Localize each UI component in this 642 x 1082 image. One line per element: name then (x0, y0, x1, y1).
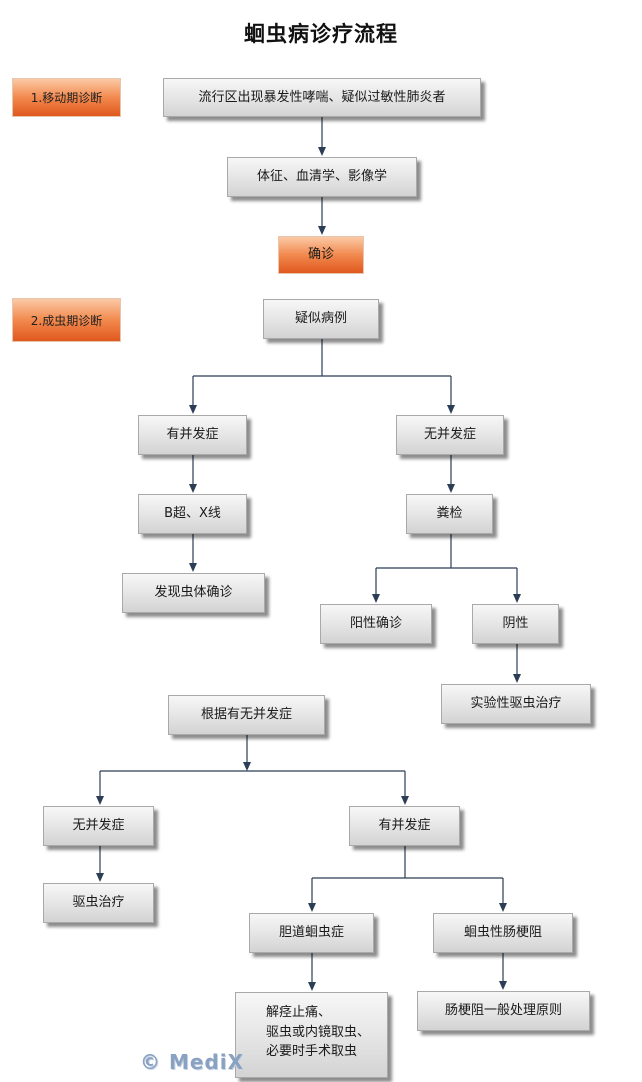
node-deworming-treatment: 驱虫治疗 (43, 883, 154, 923)
node-by-complication: 根据有无并发症 (168, 695, 325, 735)
node-obstruction-principles: 肠梗阻一般处理原则 (417, 991, 590, 1031)
node-without-complication-a: 无并发症 (396, 415, 504, 455)
node-signs-serology-imaging: 体征、血清学、影像学 (227, 157, 417, 197)
arrowhead (513, 674, 521, 683)
node-ascaris-obstruction: 蛔虫性肠梗阻 (433, 913, 573, 953)
node-with-complication-a: 有并发症 (138, 415, 247, 455)
node-with-complication-b: 有并发症 (349, 806, 460, 846)
stage-2-label: 2.成虫期诊断 (12, 298, 121, 342)
watermark: © MediX (140, 1050, 245, 1074)
arrowhead (318, 226, 326, 235)
arrowhead (189, 405, 197, 414)
node-biliary-ascariasis: 胆道蛔虫症 (249, 913, 374, 953)
arrowhead (447, 405, 455, 414)
node-without-complication-b: 无并发症 (43, 806, 154, 846)
node-stool-test: 粪检 (406, 494, 493, 534)
node-suspected-case: 疑似病例 (263, 299, 379, 339)
arrowhead (499, 903, 507, 912)
arrowhead (513, 594, 521, 603)
arrowhead (308, 982, 316, 991)
node-biliary-treatment: 解痉止痛、 驱虫或内镜取虫、 必要时手术取虫 (235, 992, 388, 1078)
node-negative: 阴性 (472, 604, 559, 644)
node-trial-deworming: 实验性驱虫治疗 (441, 684, 591, 724)
arrowhead (499, 981, 507, 990)
node-ultrasound-xray: B超、X线 (138, 494, 247, 534)
node-suspected-pneumonia: 流行区出现暴发性哮喘、疑似过敏性肺炎者 (163, 78, 481, 117)
arrowhead (189, 563, 197, 572)
arrowhead (401, 796, 409, 805)
diagram-title: 蛔虫病诊疗流程 (244, 22, 398, 46)
arrowhead (243, 762, 251, 771)
arrowhead (189, 484, 197, 493)
arrowhead (447, 484, 455, 493)
arrowhead (318, 147, 326, 156)
arrowhead (372, 594, 380, 603)
node-confirmed: 确诊 (278, 236, 364, 274)
node-worm-found-confirmed: 发现虫体确诊 (122, 573, 265, 613)
arrowhead (96, 873, 104, 882)
node-positive-confirmed: 阳性确诊 (320, 604, 432, 644)
arrowhead (96, 796, 104, 805)
arrowhead (308, 903, 316, 912)
stage-1-label: 1.移动期诊断 (12, 78, 121, 117)
